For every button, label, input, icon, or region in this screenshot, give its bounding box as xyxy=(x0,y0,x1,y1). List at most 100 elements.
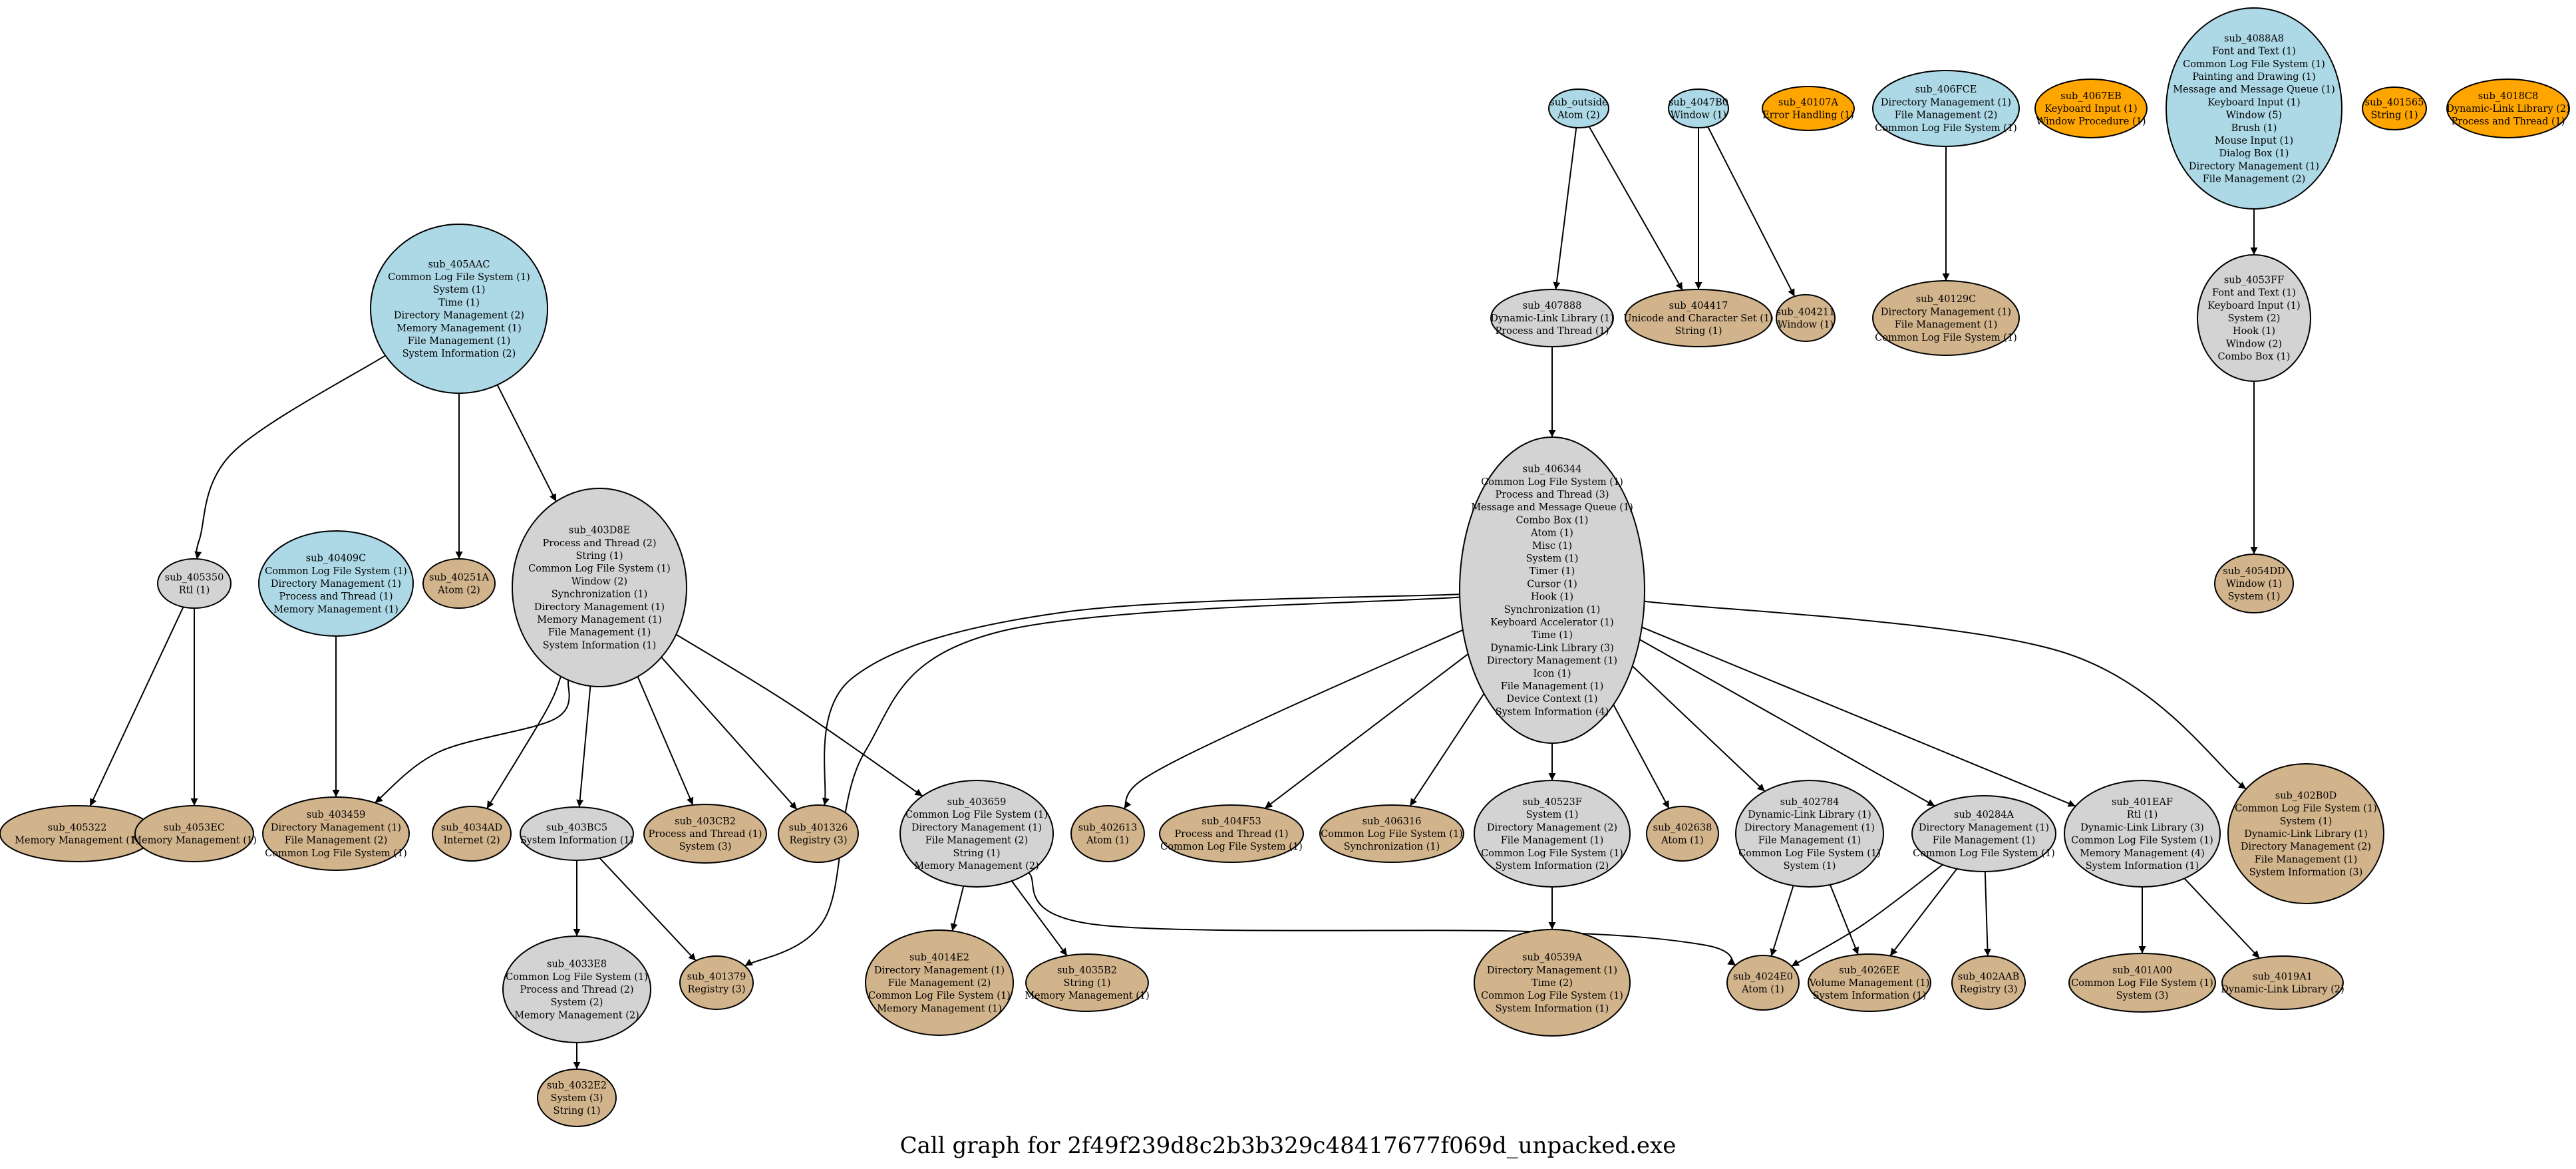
node-api-category: File Management (2) xyxy=(285,836,388,846)
node-api-category: System (2) xyxy=(551,997,603,1008)
node-function-name: sub_4053EC xyxy=(164,822,225,833)
node-api-category: Memory Management (1) xyxy=(537,615,662,625)
node-api-category: Memory Management (4) xyxy=(2080,848,2205,859)
node-api-category: String (1) xyxy=(1675,326,1722,337)
node-function-name: sub_40409C xyxy=(306,554,367,564)
node-api-category: Directory Management (1) xyxy=(271,822,401,833)
node-api-category: Process and Thread (1) xyxy=(648,829,762,840)
node-shape-entry xyxy=(2166,7,2342,210)
node-api-category: Time (1) xyxy=(1531,630,1573,641)
graph-caption: Call graph for 2f49f239d8c2b3b329c484176… xyxy=(900,1132,1677,1159)
node-shape-leaf xyxy=(2068,953,2216,1013)
node-api-category: Dynamic-Link Library (2) xyxy=(2446,104,2570,114)
node-api-category: Registry (3) xyxy=(1960,985,2018,995)
node-api-category: File Management (2) xyxy=(888,978,991,989)
node-api-category: Common Log File System (1) xyxy=(2235,804,2377,814)
call-edge-sub_401EAF-to-sub_4019A1 xyxy=(2183,878,2260,959)
node-function-name: sub_403CB2 xyxy=(675,816,736,827)
node-api-category: File Management (1) xyxy=(2255,854,2358,865)
node-function-name: sub_40251A xyxy=(429,572,489,583)
call-edge-sub_403D8E-to-sub_4034AD xyxy=(486,676,562,809)
node-shape-internal xyxy=(2064,780,2221,888)
node-shape-internal xyxy=(512,488,687,687)
node-function-name: sub_403BC5 xyxy=(546,822,607,833)
node-api-category: Common Log File System (1) xyxy=(1481,991,1623,1001)
node-api-category: System (1) xyxy=(1526,554,1579,564)
node-api-category: System (1) xyxy=(1784,861,1836,872)
node-api-category: Process and Thread (1) xyxy=(1174,829,1288,840)
node-function-name: sub_406316 xyxy=(1363,816,1422,827)
node-api-category: Common Log File System (1) xyxy=(905,810,1048,820)
node-api-category: Atom (2) xyxy=(1557,110,1600,121)
node-api-category: Dialog Box (1) xyxy=(2219,148,2289,159)
node-shape-leaf xyxy=(1625,289,1772,347)
node-function-name: sub_403459 xyxy=(307,810,366,820)
node-api-category: Dynamic-Link Library (2) xyxy=(2221,985,2344,995)
node-shape-entry xyxy=(1668,88,1729,128)
node-shape-leaf xyxy=(1646,806,1719,862)
node-api-category: Painting and Drawing (1) xyxy=(2192,72,2315,83)
node-function-name: sub_401326 xyxy=(789,822,848,833)
node-api-category: File Management (1) xyxy=(548,627,651,638)
node-api-category: Dynamic-Link Library (1) xyxy=(1490,313,1614,324)
node-function-name: sub_4019A1 xyxy=(2253,971,2313,982)
node-api-category: Common Log File System (1) xyxy=(1875,123,2017,134)
node-api-category: Icon (1) xyxy=(1533,669,1571,679)
node-shape-leaf xyxy=(537,1069,617,1127)
node-api-category: File Management (2) xyxy=(925,836,1029,846)
node-shape-orphan xyxy=(2362,86,2427,130)
node-api-category: Registry (3) xyxy=(688,985,746,995)
node-api-category: Window (1) xyxy=(1778,320,1834,331)
node-api-category: File Management (1) xyxy=(1933,836,2036,846)
call-edge-sub_406344-to-sub_402784 xyxy=(1632,665,1766,792)
node-api-category: File Management (1) xyxy=(408,336,511,347)
node-api-category: String (1) xyxy=(2370,110,2418,121)
node-api-category: File Management (1) xyxy=(1501,836,1604,846)
node-shape-leaf xyxy=(1159,804,1304,863)
node-api-category: System (2) xyxy=(2228,313,2281,324)
node-api-category: Common Log File System (1) xyxy=(2071,836,2213,846)
node-api-category: System (3) xyxy=(2116,991,2169,1001)
node-function-name: sub_401A00 xyxy=(2112,965,2172,976)
node-function-name: sub_40284A xyxy=(1954,810,2014,820)
call-edge-sub_403D8E-to-sub_403459 xyxy=(374,679,570,804)
node-function-name: sub_403659 xyxy=(947,797,1007,808)
node-shape-leaf xyxy=(422,558,496,609)
call-edge-sub_outside-to-sub_407888 xyxy=(1553,127,1577,290)
node-function-name: sub_4026EE xyxy=(1839,965,1899,976)
node-shape-leaf xyxy=(2221,955,2344,1010)
node-api-category: Process and Thread (2) xyxy=(520,985,633,995)
node-shape-orphan xyxy=(2446,79,2570,138)
node-function-name: sub_405322 xyxy=(48,822,107,833)
node-api-category: Font and Text (1) xyxy=(2212,47,2296,57)
node-api-category: System (1) xyxy=(2228,591,2281,602)
node-api-category: Directory Management (1) xyxy=(1881,97,2011,108)
node-function-name: sub_402784 xyxy=(1780,797,1840,808)
node-api-category: Common Log File System (1) xyxy=(1913,848,2055,859)
node-api-category: Hook (1) xyxy=(2233,326,2275,337)
node-shape-entry xyxy=(258,530,414,637)
node-api-category: Keyboard Input (1) xyxy=(2207,97,2300,108)
node-shape-entry xyxy=(1548,88,1609,128)
node-function-name: sub_402638 xyxy=(1653,822,1712,833)
node-api-category: Process and Thread (3) xyxy=(1495,490,1609,500)
node-api-category: Process and Thread (1) xyxy=(279,591,393,602)
node-api-category: Directory Management (1) xyxy=(1487,965,1617,976)
node-api-category: Error Handling (1) xyxy=(1762,110,1854,121)
